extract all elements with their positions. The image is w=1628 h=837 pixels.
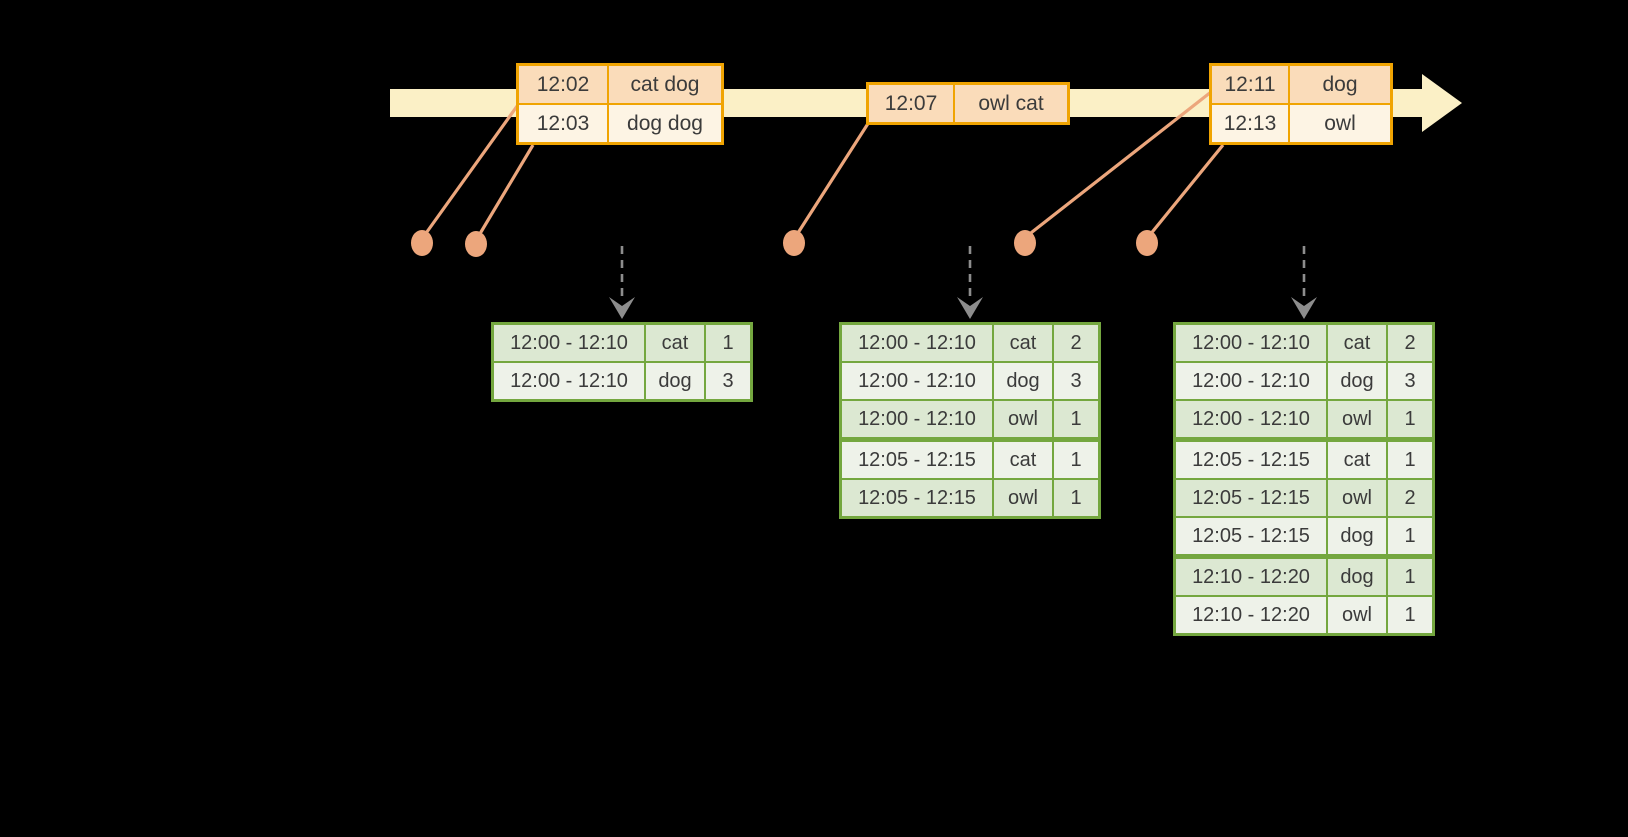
connector-line	[422, 101, 522, 237]
result-word-cell: dog	[1328, 559, 1386, 595]
event-words-cell: owl	[1290, 105, 1390, 142]
result-row: 12:05 - 12:15 cat 1	[842, 442, 1098, 478]
result-window-cell: 12:00 - 12:10	[842, 401, 992, 437]
connector-line	[1026, 90, 1212, 238]
event-dot	[411, 230, 433, 256]
result-count-cell: 1	[1388, 518, 1432, 554]
result-word-cell: owl	[1328, 480, 1386, 516]
result-row: 12:00 - 12:10 cat 2	[842, 325, 1098, 361]
event-words-cell: cat dog	[609, 66, 721, 103]
result-word-cell: cat	[646, 325, 704, 361]
event-dot	[1014, 230, 1036, 256]
result-row: 12:00 - 12:10 dog 3	[842, 363, 1098, 399]
trigger-arrowhead-icon	[609, 297, 635, 319]
result-table: 12:00 - 12:10 cat 2 12:00 - 12:10 dog 3 …	[839, 322, 1101, 519]
result-word-cell: dog	[994, 363, 1052, 399]
result-count-cell: 1	[1054, 442, 1098, 478]
event-time-cell: 12:02	[519, 66, 607, 103]
result-count-cell: 1	[1054, 401, 1098, 437]
result-count-cell: 1	[1388, 559, 1432, 595]
result-row: 12:05 - 12:15 dog 1	[1176, 518, 1432, 554]
result-count-cell: 3	[706, 363, 750, 399]
event-dot	[465, 231, 487, 257]
result-row: 12:05 - 12:15 owl 2	[1176, 480, 1432, 516]
result-window-cell: 12:05 - 12:15	[1176, 518, 1326, 554]
result-row: 12:00 - 12:10 cat 2	[1176, 325, 1432, 361]
result-window-cell: 12:05 - 12:15	[1176, 442, 1326, 478]
event-words-cell: dog	[1290, 66, 1390, 103]
result-window-cell: 12:05 - 12:15	[1176, 480, 1326, 516]
result-row: 12:00 - 12:10 owl 1	[1176, 401, 1432, 437]
result-word-cell: cat	[994, 442, 1052, 478]
result-word-cell: cat	[1328, 325, 1386, 361]
result-row: 12:05 - 12:15 cat 1	[1176, 442, 1432, 478]
connector-line	[794, 121, 871, 237]
trigger-arrowhead-icon	[957, 297, 983, 319]
connector-line	[1147, 143, 1225, 238]
event-table: 12:07 owl cat	[866, 82, 1070, 125]
event-time-cell: 12:11	[1212, 66, 1288, 103]
result-window-cell: 12:00 - 12:10	[1176, 401, 1326, 437]
event-table: 12:11 dog 12:13 owl	[1209, 63, 1393, 145]
result-word-cell: owl	[994, 401, 1052, 437]
connector-line	[476, 144, 535, 238]
event-dot	[783, 230, 805, 256]
result-count-cell: 2	[1054, 325, 1098, 361]
event-words-cell: owl cat	[955, 85, 1067, 122]
result-row: 12:00 - 12:10 cat 1	[494, 325, 750, 361]
result-word-cell: owl	[1328, 597, 1386, 633]
event-table: 12:02 cat dog 12:03 dog dog	[516, 63, 724, 145]
result-window-cell: 12:00 - 12:10	[1176, 325, 1326, 361]
result-word-cell: dog	[646, 363, 704, 399]
result-row: 12:00 - 12:10 dog 3	[494, 363, 750, 399]
result-table: 12:00 - 12:10 cat 2 12:00 - 12:10 dog 3 …	[1173, 322, 1435, 636]
result-window-cell: 12:10 - 12:20	[1176, 597, 1326, 633]
event-time-cell: 12:07	[869, 85, 953, 122]
result-word-cell: dog	[1328, 518, 1386, 554]
result-row: 12:00 - 12:10 owl 1	[842, 401, 1098, 437]
result-count-cell: 3	[1054, 363, 1098, 399]
event-time-cell: 12:03	[519, 105, 607, 142]
result-word-cell: cat	[994, 325, 1052, 361]
result-count-cell: 1	[1388, 401, 1432, 437]
result-window-cell: 12:05 - 12:15	[842, 480, 992, 516]
result-word-cell: owl	[994, 480, 1052, 516]
result-row: 12:00 - 12:10 dog 3	[1176, 363, 1432, 399]
result-row: 12:05 - 12:15 owl 1	[842, 480, 1098, 516]
result-table: 12:00 - 12:10 cat 1 12:00 - 12:10 dog 3	[491, 322, 753, 402]
result-window-cell: 12:00 - 12:10	[842, 363, 992, 399]
event-dot	[1136, 230, 1158, 256]
result-window-cell: 12:00 - 12:10	[494, 325, 644, 361]
result-window-cell: 12:05 - 12:15	[842, 442, 992, 478]
result-window-cell: 12:00 - 12:10	[1176, 363, 1326, 399]
result-word-cell: owl	[1328, 401, 1386, 437]
result-count-cell: 2	[1388, 325, 1432, 361]
result-window-cell: 12:10 - 12:20	[1176, 559, 1326, 595]
event-time-cell: 12:13	[1212, 105, 1288, 142]
result-window-cell: 12:00 - 12:10	[842, 325, 992, 361]
result-count-cell: 1	[1388, 442, 1432, 478]
event-words-cell: dog dog	[609, 105, 721, 142]
timeline-arrowhead-icon	[1422, 74, 1462, 132]
result-count-cell: 2	[1388, 480, 1432, 516]
result-row: 12:10 - 12:20 owl 1	[1176, 597, 1432, 633]
result-count-cell: 3	[1388, 363, 1432, 399]
result-count-cell: 1	[1388, 597, 1432, 633]
result-word-cell: cat	[1328, 442, 1386, 478]
trigger-arrowhead-icon	[1291, 297, 1317, 319]
result-window-cell: 12:00 - 12:10	[494, 363, 644, 399]
result-row: 12:10 - 12:20 dog 1	[1176, 559, 1432, 595]
result-word-cell: dog	[1328, 363, 1386, 399]
result-count-cell: 1	[706, 325, 750, 361]
result-count-cell: 1	[1054, 480, 1098, 516]
